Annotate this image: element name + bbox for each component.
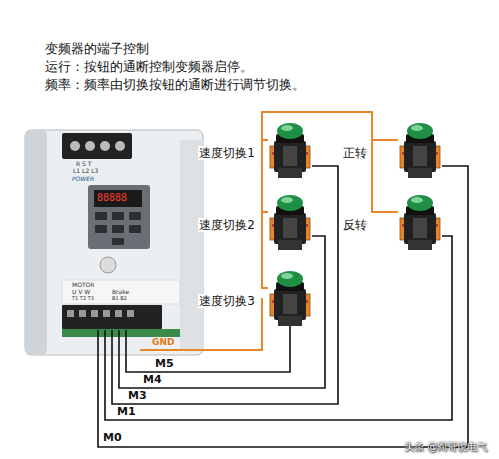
- wire-label: M5: [155, 358, 174, 371]
- button-label: 正转: [342, 146, 368, 160]
- push-button: 正转: [398, 122, 442, 178]
- wire-connector: [262, 212, 268, 288]
- button-label: 速度切换1: [198, 146, 256, 160]
- push-button: 速度切换2: [268, 194, 312, 250]
- wire-label: M0: [103, 432, 122, 445]
- note-text: 运行：按钮的通断控制变频器启停。: [45, 60, 253, 75]
- terminal-label: U V W: [72, 289, 90, 296]
- push-button: 速度切换3: [268, 270, 312, 326]
- wire-label: M3: [128, 390, 147, 403]
- wire-connector: [262, 140, 268, 212]
- display-digits: 88888: [97, 192, 127, 204]
- wire-label: M1: [117, 406, 136, 419]
- note-text: 频率：频率由切换按钮的通断进行调节切换。: [45, 78, 305, 93]
- button-label: 速度切换3: [198, 294, 256, 308]
- push-button: 反转: [398, 194, 442, 250]
- gnd-label: GND: [152, 337, 174, 347]
- brand-label: POWER: [72, 176, 94, 183]
- button-label: 速度切换2: [198, 218, 256, 232]
- wire-connector: [262, 112, 398, 140]
- terminal-label: L1 L2 L3: [73, 168, 98, 175]
- terminal-label: T1 T2 T3: [72, 296, 94, 302]
- terminal-label: MOTOR: [72, 282, 94, 289]
- button-label: 反转: [342, 218, 368, 232]
- terminal-label: Brake: [112, 289, 129, 296]
- terminal-label: R S T: [76, 161, 91, 168]
- wire-label: M4: [143, 374, 162, 387]
- push-button: 速度切换1: [268, 122, 312, 178]
- watermark: 头条 @阎哥说电气: [404, 441, 487, 453]
- terminal-label: B1 B2: [112, 296, 127, 302]
- wire-connector: [372, 140, 398, 212]
- title-text: 变频器的端子控制: [45, 42, 149, 57]
